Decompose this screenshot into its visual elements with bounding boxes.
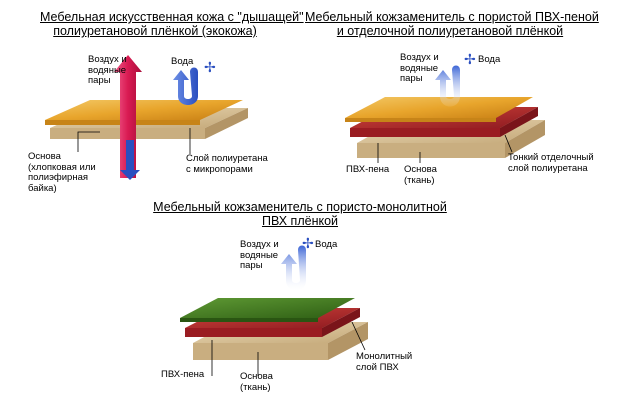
panel-2-label-layer: Тонкий отделочный слой полиуретана	[508, 152, 594, 174]
panel-2-title-line1: Мебельный кожзаменитель с пористой ПВХ-п…	[305, 10, 599, 24]
panel-2-label-water: Вода	[478, 54, 501, 65]
panel-3-label-foam: ПВХ-пена	[161, 369, 205, 380]
panel-2-title: Мебельный кожзаменитель с пористой ПВХ-п…	[305, 10, 599, 38]
panel-1-air-arrow	[114, 55, 142, 178]
panel-1-label-layer: Слой полиуретана с микропорами	[186, 153, 268, 175]
panel-1-title-line2: полиуретановой плёнкой (экокожа)	[53, 24, 257, 38]
panel-1-water-down-arrow	[120, 140, 140, 180]
panel-3-title: Мебельный кожзаменитель с пористо-моноли…	[140, 200, 460, 228]
panel-3-fan-icon: ✢	[302, 236, 314, 252]
panel-3-label-water: Вода	[315, 239, 338, 250]
panel-1-title-line1: Мебельная искусственная кожа с "дышащей"	[40, 10, 304, 24]
panel-3-water-arrow	[281, 245, 306, 291]
panel-2-label-air: Воздух и водяные пары	[400, 52, 439, 84]
panel-2-title-line2: и отделочной полиуретановой плёнкой	[336, 24, 564, 38]
panel-2-fan-icon: ✢	[464, 52, 476, 68]
panel-1-fan-icon: ✢	[204, 60, 216, 76]
panel-2-top-layer	[345, 97, 533, 118]
panel-1-label-water: Вода	[171, 56, 194, 67]
panel-1-title: Мебельная искусственная кожа с "дышащей"…	[40, 10, 304, 38]
panel-1-water-arrow	[173, 67, 198, 105]
panel-2-diagram: ✢	[345, 52, 545, 163]
panel-2-label-foam: ПВХ-пена	[346, 164, 390, 175]
panel-3-label-layer: Монолитный слой ПВХ	[356, 351, 413, 373]
panel-3-label-base: Основа (ткань)	[240, 371, 273, 393]
panel-1-label-air: Воздух и водяные пары	[88, 54, 127, 86]
panel-1-diagram: ✢	[45, 55, 248, 180]
panel-2-water-arrow	[435, 65, 460, 107]
panel-3-title-line2: ПВХ плёнкой	[261, 214, 339, 228]
panel-3-label-air: Воздух и водяные пары	[240, 239, 279, 271]
panel-3-title-line1: Мебельный кожзаменитель с пористо-моноли…	[153, 200, 447, 214]
panel-1-label-base: Основа (хлопковая или полиэфирная байка)	[28, 151, 96, 194]
panel-3-top-layer	[180, 298, 355, 318]
panel-1-top-layer	[45, 100, 243, 120]
panel-3-diagram: ✢	[180, 236, 368, 376]
panel-2-label-base: Основа (ткань)	[404, 164, 437, 186]
